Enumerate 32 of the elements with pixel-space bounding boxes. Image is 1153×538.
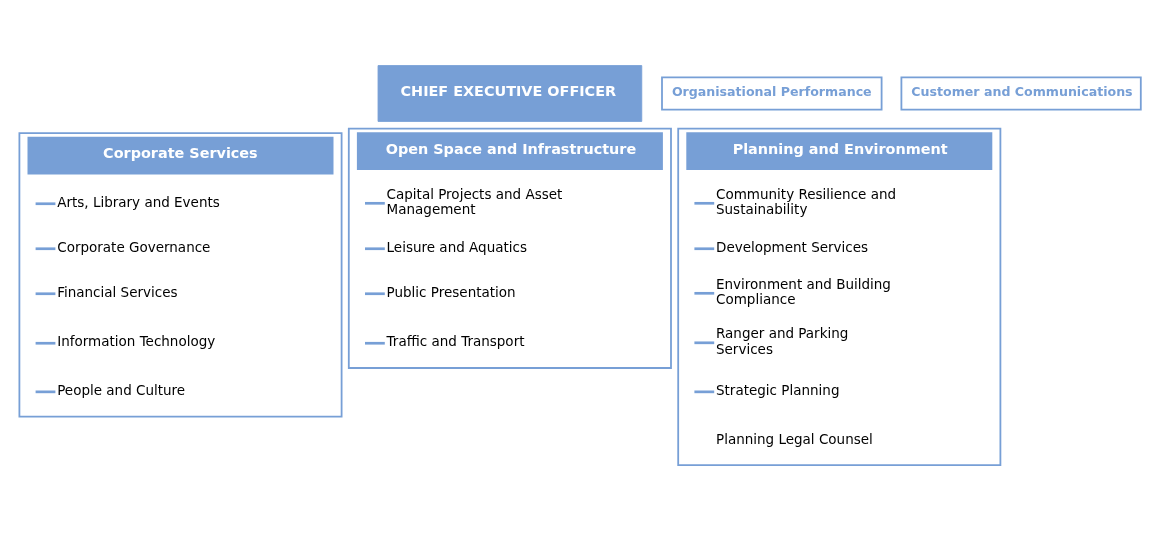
node-box (35, 341, 56, 345)
node-box (694, 291, 715, 295)
node-text: Planning Legal Counsel (716, 430, 873, 447)
node-box: Organisational Performance (661, 76, 883, 111)
node-label: Financial Services (57, 283, 178, 300)
node-box (35, 247, 56, 251)
node-label: Strategic Planning (716, 382, 840, 398)
node-label: Community Resilience and Sustainability (716, 185, 897, 218)
node-box (694, 341, 715, 345)
node-box (35, 390, 56, 394)
node-box (694, 247, 715, 251)
node-box (365, 201, 385, 205)
node-box: Customer and Communications (900, 76, 1142, 111)
node-label: Environment and Building Compliance (716, 275, 891, 308)
node-box (35, 292, 56, 296)
node-box (365, 292, 385, 296)
node-label: People and Culture (57, 382, 186, 398)
node-box: CHIEF EXECUTIVE OFFICER (377, 65, 643, 122)
node-box (365, 341, 385, 345)
node-box (35, 202, 56, 206)
node-box (365, 247, 385, 251)
node-label: Ranger and Parking Services (716, 325, 849, 357)
node-box (694, 201, 715, 205)
node-label: Development Services (716, 238, 869, 255)
node-label: Public Presentation (386, 283, 516, 300)
node-label: Capital Projects and Asset Management (386, 185, 563, 218)
node-label: Traffic and Transport (386, 333, 525, 350)
node-box (694, 390, 715, 394)
node-label: Leisure and Aquatics (386, 238, 527, 255)
node-label: Information Technology (57, 333, 216, 350)
node-label: Arts, Library and Events (57, 193, 220, 210)
node-label: Corporate Governance (57, 238, 211, 255)
